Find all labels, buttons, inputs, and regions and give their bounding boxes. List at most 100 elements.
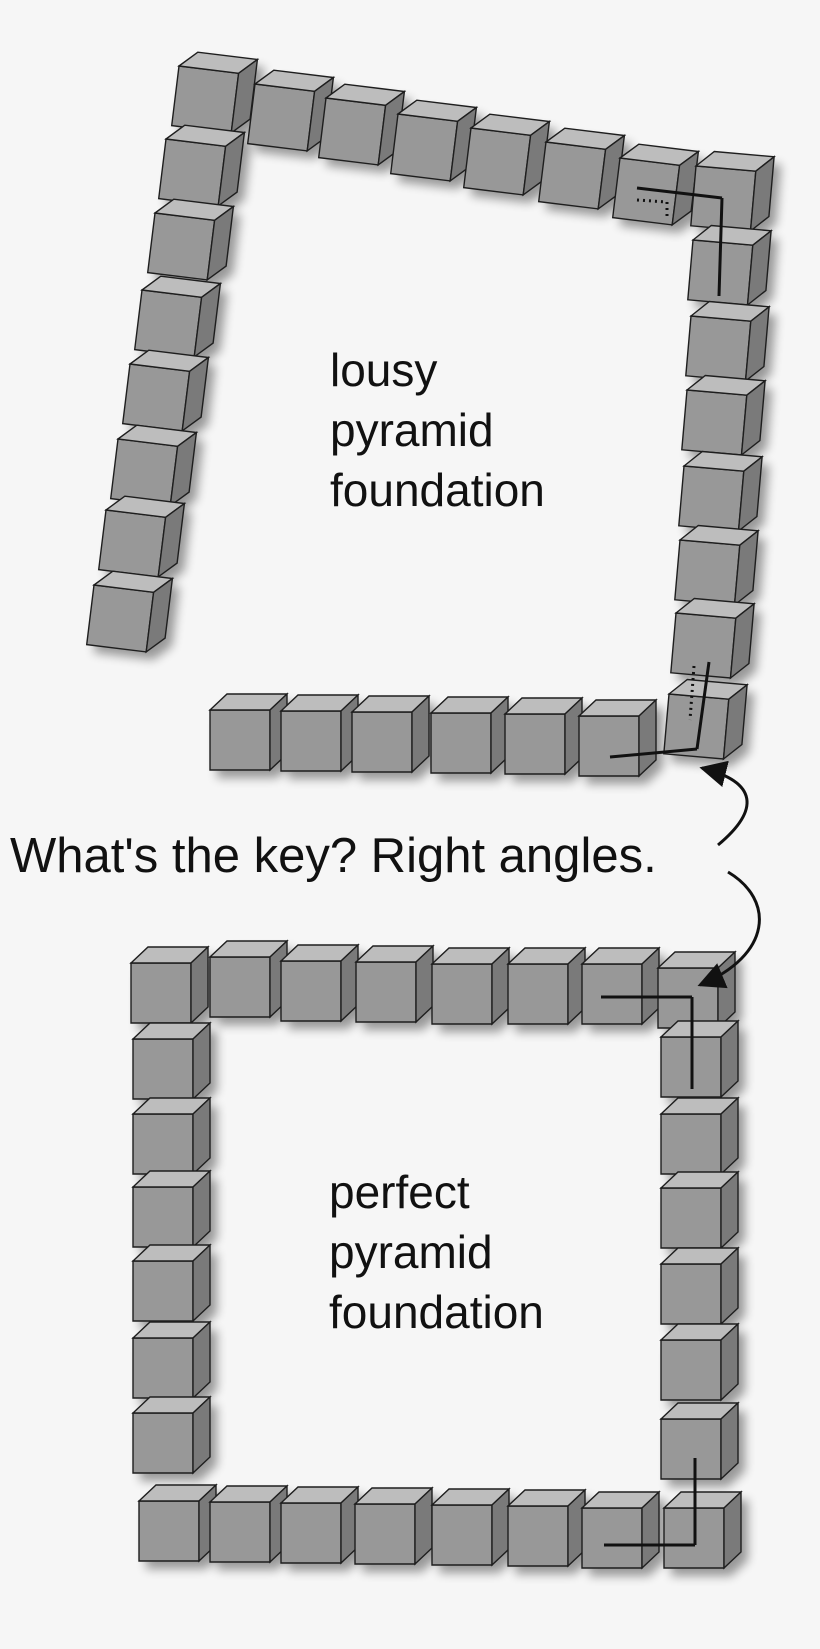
label-line: pyramid <box>329 1226 493 1278</box>
block-side-face <box>733 529 759 607</box>
perfect-block <box>580 1490 661 1570</box>
label-line: foundation <box>329 1286 544 1338</box>
perfect-block <box>279 943 360 1023</box>
block-side-face <box>671 149 700 227</box>
lousy-foundation-label: lousy pyramid foundation <box>330 340 545 520</box>
lousy-block <box>279 693 360 773</box>
caption: What's the key? Right angles. <box>10 829 657 883</box>
arrow-down-to-perfect-corner <box>697 870 761 989</box>
right-angle-guide <box>695 661 711 750</box>
block-front-face <box>132 1412 194 1474</box>
block-front-face <box>660 1263 722 1325</box>
perfect-block <box>354 944 435 1024</box>
perfect-block <box>208 1484 289 1564</box>
perfect-block <box>137 1483 218 1563</box>
lousy-block <box>246 69 336 153</box>
block-front-face <box>85 584 155 653</box>
block-front-face <box>660 1339 722 1401</box>
block-side-face <box>720 1246 739 1326</box>
block-side-face <box>157 501 186 579</box>
block-side-face <box>720 1096 739 1176</box>
lousy-block <box>121 349 211 433</box>
lousy-block <box>157 124 247 208</box>
lousy-block <box>389 99 479 183</box>
block-front-face <box>317 97 387 166</box>
block-front-face <box>389 113 459 182</box>
lousy-block <box>690 150 776 233</box>
block-front-face <box>462 127 532 196</box>
lousy-block <box>133 275 223 359</box>
block-side-face <box>206 204 235 282</box>
perfect-block <box>659 1401 740 1481</box>
lousy-block <box>85 570 175 654</box>
perfect-block <box>131 1395 212 1475</box>
block-front-face <box>431 963 493 1025</box>
block-front-face <box>280 960 342 1022</box>
block-side-face <box>641 1490 660 1570</box>
block-front-face <box>678 465 745 532</box>
block-side-face <box>192 1021 211 1101</box>
block-side-face <box>749 155 775 233</box>
block-front-face <box>132 1113 194 1175</box>
block-side-face <box>217 130 246 208</box>
right-angle-guide <box>717 197 724 297</box>
lousy-block <box>170 51 260 135</box>
perfect-block <box>131 1169 212 1249</box>
block-front-face <box>581 1507 643 1569</box>
perfect-block <box>506 946 587 1026</box>
lousy-block <box>109 424 199 508</box>
block-front-face <box>109 438 179 507</box>
perfect-block <box>430 1487 511 1567</box>
perfect-foundation-label: perfect pyramid foundation <box>329 1162 544 1342</box>
block-front-face <box>97 509 167 578</box>
lousy-block <box>208 692 289 772</box>
label-line: pyramid <box>330 404 494 456</box>
lousy-block <box>611 143 701 227</box>
block-side-face <box>181 355 210 433</box>
block-front-face <box>132 1260 194 1322</box>
lousy-block <box>537 127 627 211</box>
lousy-block <box>663 678 749 761</box>
arrow-up-to-lousy-corner <box>699 760 749 847</box>
right-angle-guide <box>609 747 698 759</box>
block-side-face <box>169 430 198 508</box>
block-front-face <box>121 363 191 432</box>
right-angle-guides <box>601 186 724 1547</box>
perfect-block <box>131 1096 212 1176</box>
lousy-block <box>146 198 236 282</box>
block-side-face <box>411 694 430 774</box>
block-front-face <box>132 1038 194 1100</box>
block-side-face <box>720 1170 739 1250</box>
perfect-block <box>129 945 210 1025</box>
block-front-face <box>670 612 737 679</box>
block-side-face <box>192 1395 211 1475</box>
block-side-face <box>744 305 770 383</box>
lousy-block <box>674 524 760 607</box>
perfect-block <box>659 1322 740 1402</box>
perfect-block <box>656 950 737 1030</box>
block-front-face <box>660 1187 722 1249</box>
lousy-block <box>462 113 552 197</box>
perfect-block <box>430 946 511 1026</box>
block-front-face <box>133 289 203 358</box>
block-side-face <box>722 683 748 761</box>
block-side-face <box>190 945 209 1025</box>
block-front-face <box>209 709 271 771</box>
perfect-block <box>131 1320 212 1400</box>
block-side-face <box>723 1490 742 1570</box>
block-front-face <box>681 389 748 456</box>
perfect-block <box>659 1246 740 1326</box>
block-front-face <box>157 138 227 207</box>
lousy-block <box>685 300 771 383</box>
block-side-face <box>746 229 772 307</box>
perfect-block <box>659 1019 740 1099</box>
lousy-block <box>687 224 773 307</box>
block-front-face <box>209 956 271 1018</box>
block-front-face <box>537 141 607 210</box>
lousy-block <box>670 597 756 680</box>
perfect-block <box>580 946 661 1026</box>
block-front-face <box>170 65 240 134</box>
lousy-block <box>317 83 407 167</box>
